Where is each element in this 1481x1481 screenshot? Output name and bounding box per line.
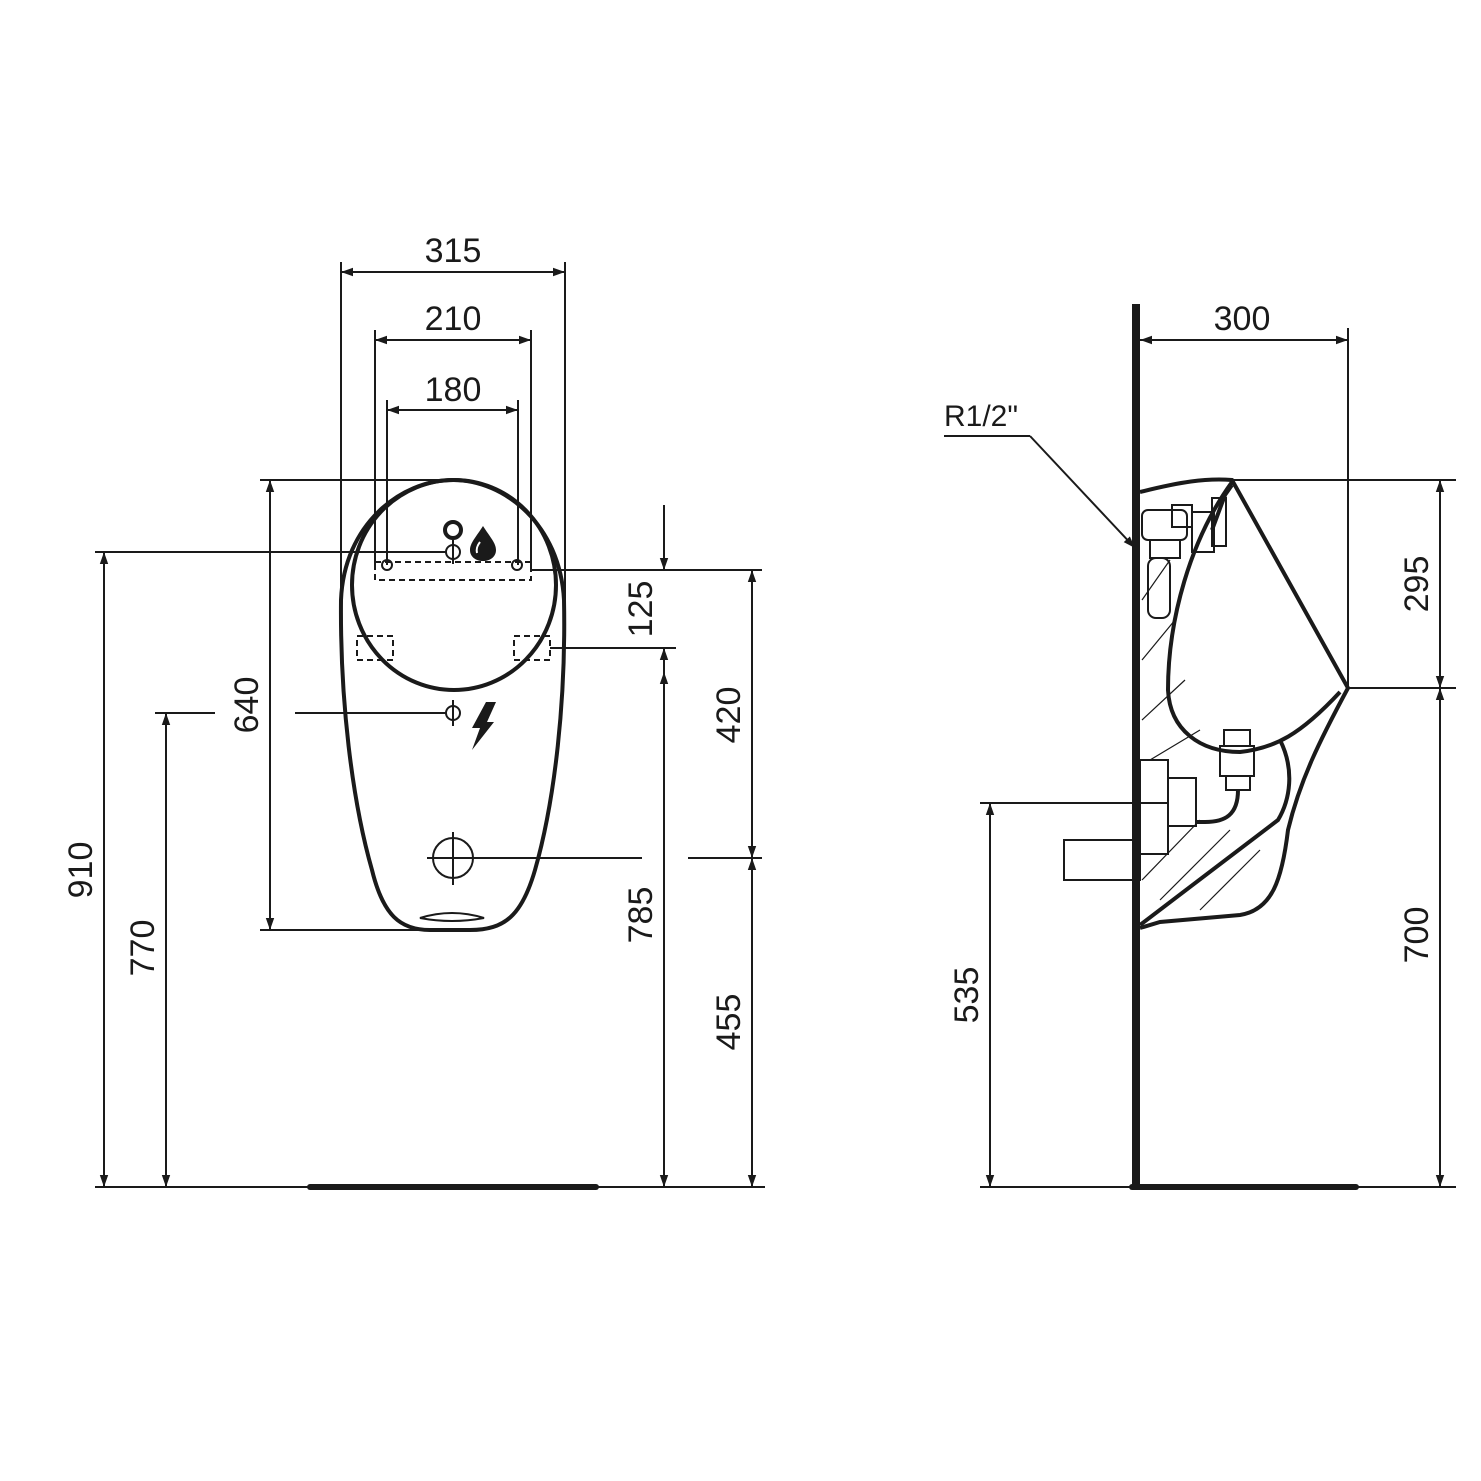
urinal-profile-side — [1139, 477, 1351, 930]
drain-slot-front — [419, 912, 485, 922]
dim-text-910: 910 — [62, 842, 100, 899]
cavity-hatching — [1141, 559, 1261, 911]
side-view: R1/2" 300 295 700 535 — [944, 300, 1456, 1190]
dim-text-420: 420 — [710, 687, 748, 744]
fixing-bar-upper — [374, 561, 532, 581]
front-view: 315 210 180 910 770 640 125 785 420 455 — [62, 232, 765, 1190]
fixing-bracket-lower-left — [356, 635, 394, 661]
dim-text-315: 315 — [425, 232, 482, 270]
water-inlet-circle — [443, 520, 463, 540]
trap-side — [1138, 739, 1292, 927]
dim-text-785: 785 — [622, 887, 660, 944]
electric-crosshair — [445, 700, 461, 726]
dim-text-180: 180 — [425, 371, 482, 409]
dim-text-295: 295 — [1398, 556, 1436, 613]
thread-leader-arrow — [1029, 435, 1136, 549]
dim-text-770: 770 — [124, 920, 162, 977]
water-drop-icon — [470, 526, 496, 561]
bowl-inner-side — [1165, 480, 1342, 755]
water-inlet-crosshair — [445, 540, 461, 564]
dim-text-300: 300 — [1214, 300, 1271, 338]
waste-fitting — [1063, 729, 1255, 881]
dim-text-455: 455 — [710, 994, 748, 1051]
dim-text-125: 125 — [622, 581, 660, 638]
dim-text-210: 210 — [425, 300, 482, 338]
flush-valve — [1141, 483, 1234, 619]
lightning-icon — [472, 702, 496, 750]
fixing-bracket-lower-right — [513, 635, 551, 661]
dim-text-700: 700 — [1398, 907, 1436, 964]
dim-text-640: 640 — [228, 677, 266, 734]
rim-ring-front — [350, 478, 558, 692]
dim-text-535: 535 — [948, 967, 986, 1024]
thread-label: R1/2" — [944, 400, 1018, 433]
waste-outlet-crosshair — [427, 832, 480, 885]
wall-section — [1132, 304, 1140, 1188]
